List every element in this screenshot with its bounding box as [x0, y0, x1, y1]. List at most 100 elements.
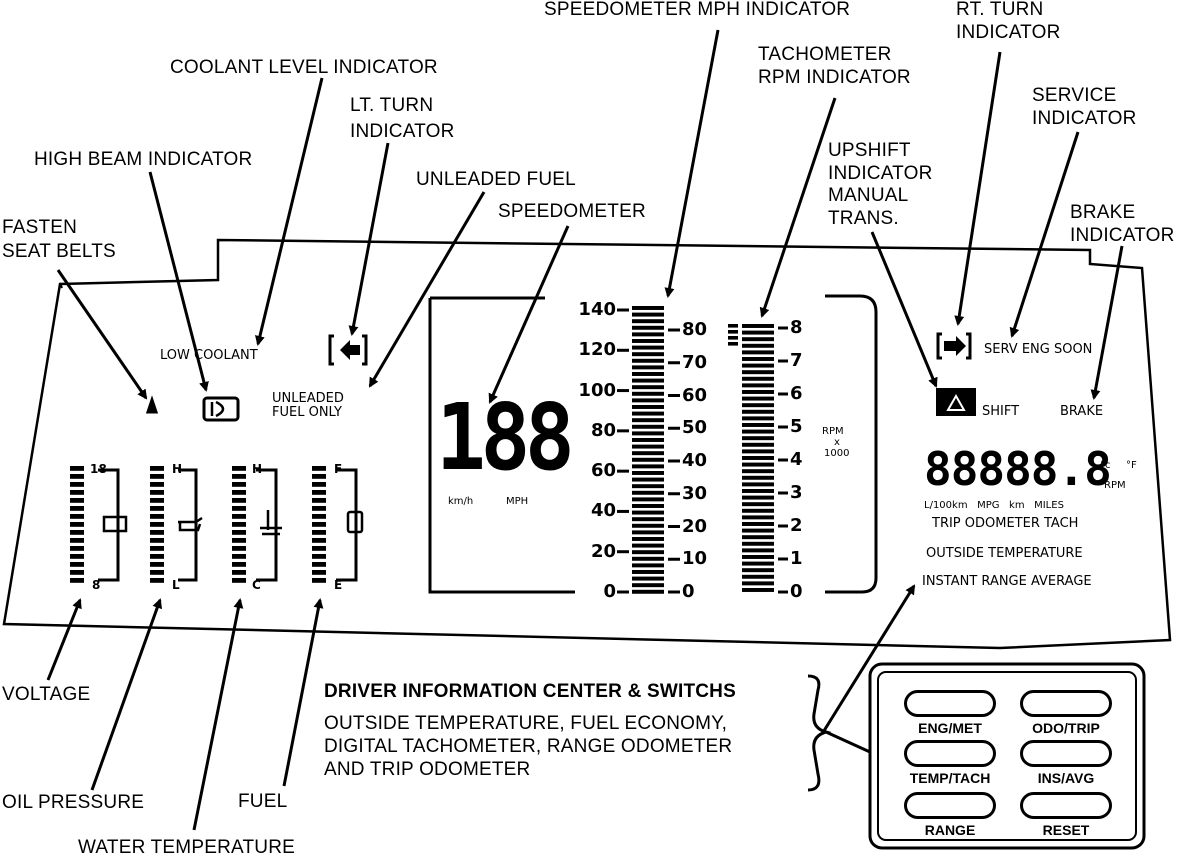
tach-bar-segment — [742, 456, 774, 460]
fuel-bar-segment — [312, 546, 326, 551]
leader-fuel — [282, 598, 324, 787]
speed-bar-segment — [632, 510, 664, 515]
leader-seat-belts — [56, 269, 148, 400]
ins-avg-button[interactable] — [1020, 740, 1112, 767]
speed-bar-segment — [632, 583, 664, 588]
temp-tach-button[interactable] — [904, 740, 996, 767]
oil-bar-segment — [150, 554, 164, 559]
tach-bar-segment — [742, 548, 774, 553]
tach-bar-segment — [742, 535, 774, 540]
callout-water-temperature: WATER TEMPERATURE — [78, 837, 295, 858]
thermometer-icon — [260, 510, 282, 536]
speed_scale_kmh-tick-label: 80 — [590, 419, 616, 441]
voltage-bar-segment — [70, 578, 84, 583]
tach-bar-segment — [742, 475, 774, 480]
leader-switch-panel — [825, 730, 871, 754]
callout-upshift-line1: UPSHIFT — [828, 140, 911, 161]
voltage-bar-segment — [70, 530, 84, 535]
callout-fuel: FUEL — [238, 791, 288, 812]
speed-bar-segment — [632, 530, 664, 535]
tach-bar-segment — [742, 528, 774, 533]
callout-oil-pressure: OIL PRESSURE — [2, 792, 145, 813]
tach-tick-dash — [778, 359, 788, 363]
oil-bar-segment — [150, 570, 164, 575]
fuel-bar-segment — [312, 570, 326, 575]
speed-bar-segment — [632, 431, 664, 436]
kmh-tick-dash — [617, 509, 629, 513]
tach-bar-segment — [742, 337, 774, 342]
speed-bar-segment — [632, 405, 664, 409]
water-bar-segment — [232, 562, 246, 567]
temp-tach-label: TEMP/TACH — [909, 770, 991, 786]
speed-bar-segment — [632, 543, 664, 548]
tach-bar-segment — [742, 581, 774, 586]
oil-can-icon — [178, 516, 203, 532]
speed-bar-segment — [632, 563, 664, 568]
tach-bar-segment — [742, 330, 774, 335]
upshift-icon-symbol — [946, 393, 966, 411]
speed_scale_mph-tick-label: 40 — [682, 450, 708, 471]
leader-upshift — [870, 231, 938, 388]
speed-bar-segment — [632, 504, 664, 508]
oil-bar-segment — [150, 522, 164, 527]
water-bar-segment — [232, 546, 246, 551]
fuel-bar-segment — [312, 514, 326, 519]
fuel-bar-segment — [312, 474, 326, 479]
speed-bar-segment — [632, 550, 664, 555]
speed_scale_kmh-tick-label: 100 — [578, 379, 616, 401]
rpm-label: RPM — [822, 426, 844, 437]
tach-bar-segment — [742, 495, 774, 500]
speed-bar-segment — [632, 312, 664, 317]
oil-bar-segment — [150, 538, 164, 543]
fuel-bar-segment — [312, 522, 326, 527]
water-bar-segment — [232, 506, 246, 511]
reset-button[interactable] — [1020, 792, 1112, 819]
switch-panel-outer — [868, 662, 1146, 850]
speed-bar-segment — [632, 411, 664, 416]
rpm-x-label: x — [834, 437, 840, 448]
voltage-bar-segment — [70, 562, 84, 567]
leader-water — [192, 598, 244, 831]
tach-bar-segment — [742, 357, 774, 361]
unit-row: L/100km MPG km MILES — [924, 500, 1064, 511]
shift-text: SHIFT — [982, 404, 1020, 419]
voltage-bottom-label: 8 — [92, 578, 101, 592]
speed-bar-segment — [632, 589, 664, 594]
tach-tick-dash — [778, 392, 788, 396]
speed_scale_mph-tick-label: 60 — [682, 384, 708, 406]
tach_scale-tick-label: 8 — [790, 317, 803, 338]
kmh-label: km/h — [448, 496, 474, 507]
tach-bar-segment — [742, 343, 774, 348]
kmh-tick-dash — [617, 429, 629, 433]
mph-tick-dash — [668, 426, 680, 430]
oil-bar-segment — [150, 506, 164, 511]
callout-voltage: VOLTAGE — [2, 684, 91, 705]
speed-bar-segment — [632, 523, 664, 528]
water-bar-segment — [232, 466, 246, 471]
digital-speed-readout: 188 — [436, 384, 575, 491]
speed-bar-segment — [632, 339, 664, 343]
outside-temperature-text: OUTSIDE TEMPERATURE — [926, 546, 1083, 561]
eng-met-button[interactable] — [904, 690, 996, 717]
tach-bar-segment — [742, 350, 774, 355]
tach-tick-dash — [778, 557, 788, 561]
oil-bottom-label: L — [172, 578, 180, 592]
odo-trip-button[interactable] — [1020, 690, 1112, 717]
unit-fahrenheit: °F — [1126, 460, 1137, 471]
speed-bar-segment — [632, 306, 664, 310]
speed-bar-segment — [632, 345, 664, 350]
dic-line3: AND TRIP ODOMETER — [324, 759, 531, 780]
voltage-bar-segment — [70, 490, 84, 495]
fuel-pump-icon — [346, 510, 364, 534]
rpm-1000-label: 1000 — [824, 448, 850, 459]
oil-gauge-bracket — [178, 468, 198, 582]
speed-bar-segment — [632, 332, 664, 337]
voltage-bar-segment — [70, 466, 84, 471]
tach-bar-segment — [742, 376, 774, 381]
range-button[interactable] — [904, 792, 996, 819]
dic-digit-readout: 88888.8 — [924, 442, 1112, 496]
water-bar-segment — [232, 570, 246, 575]
fuel-bar-segment — [312, 530, 326, 535]
leader-dic — [820, 584, 916, 735]
fuel-bar-segment — [312, 554, 326, 559]
